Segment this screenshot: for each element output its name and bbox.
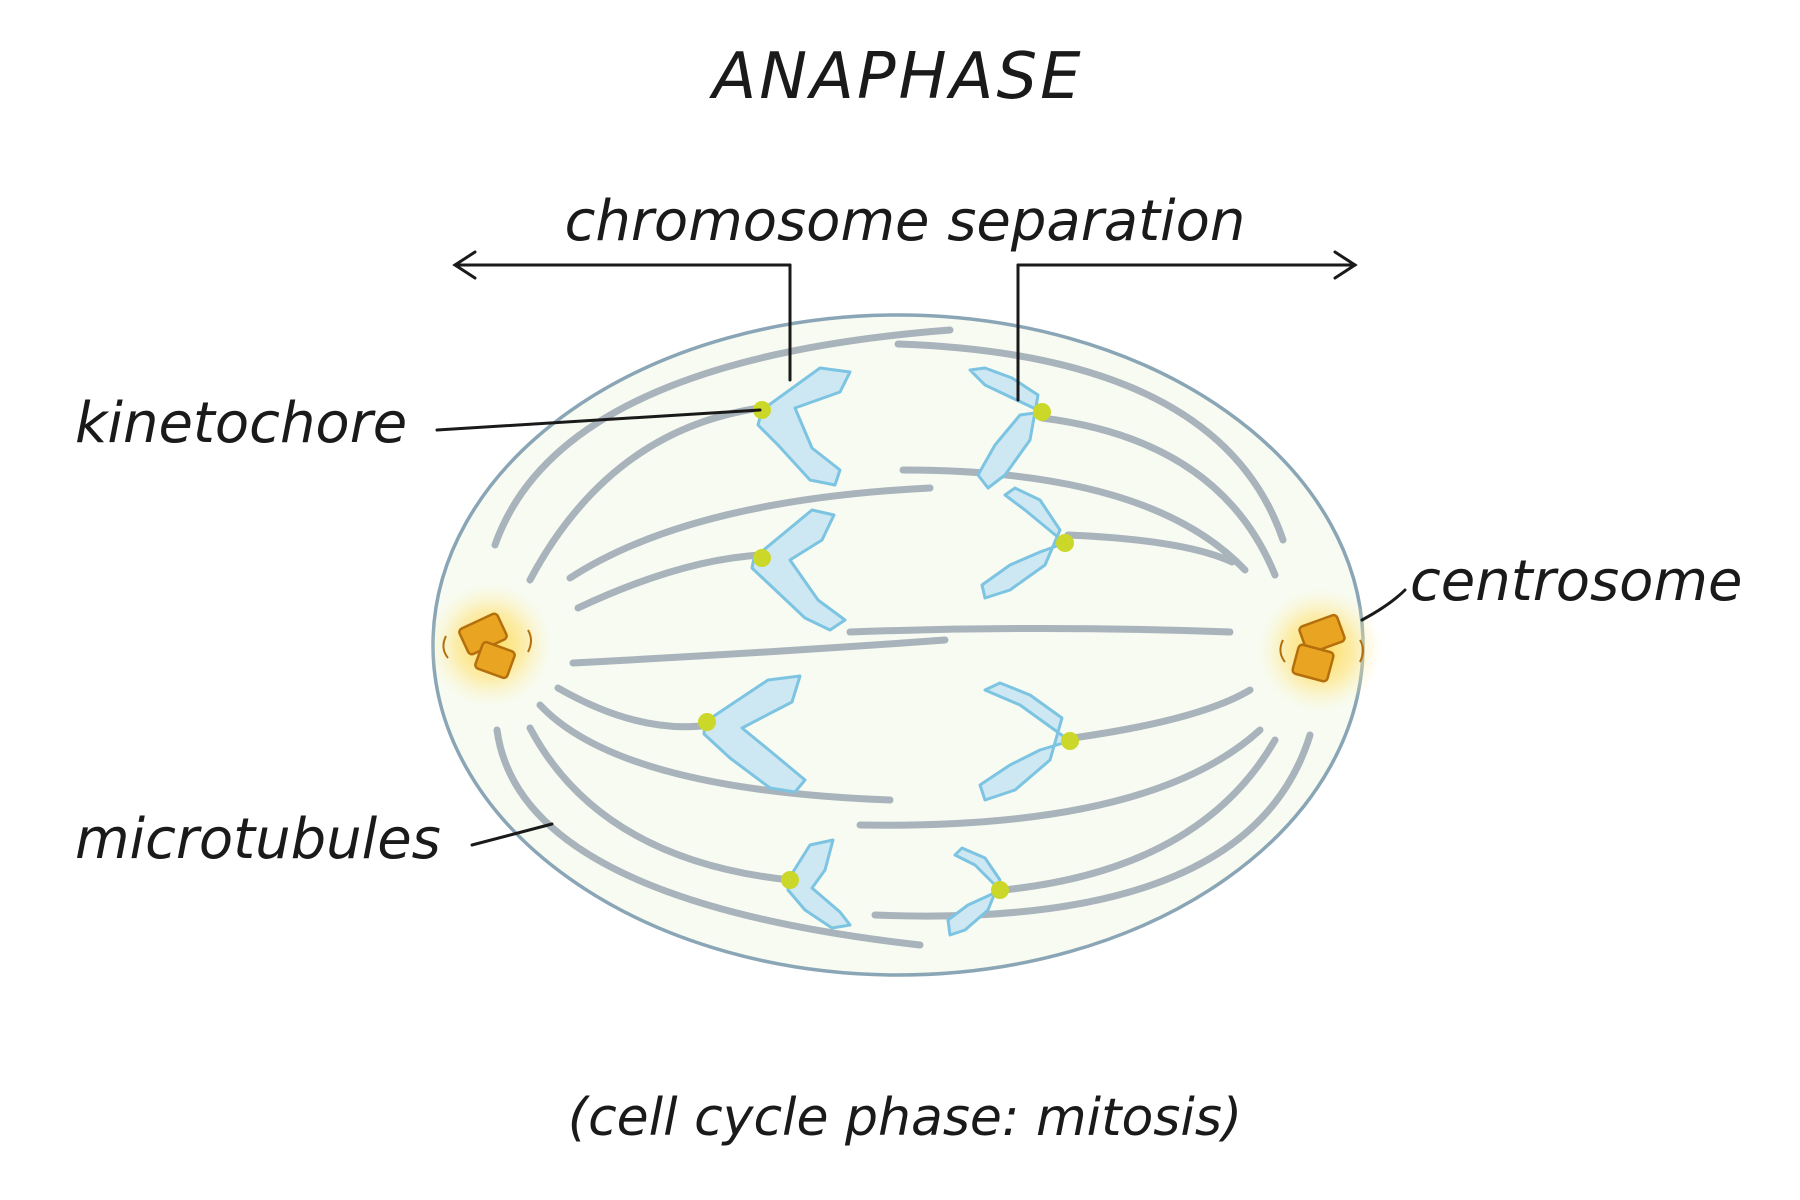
kinetochore-pointer bbox=[435, 408, 762, 432]
caption: (cell cycle phase: mitosis) bbox=[568, 1088, 1242, 1148]
kinetochore-dot bbox=[1033, 403, 1051, 421]
microtubule bbox=[569, 636, 949, 667]
microtubule bbox=[536, 701, 894, 804]
chromosomes-group bbox=[702, 366, 1072, 937]
label-microtubules: microtubules bbox=[75, 807, 441, 872]
microtubule bbox=[856, 726, 1264, 829]
chromosome bbox=[980, 486, 1067, 600]
chromosome bbox=[750, 508, 847, 632]
centrosome-left bbox=[428, 583, 552, 707]
kinetochore-dot bbox=[698, 713, 716, 731]
kinetochore-dot bbox=[781, 871, 799, 889]
kinetochore-dot bbox=[1061, 732, 1079, 750]
chromosome bbox=[946, 846, 1002, 937]
chromosome bbox=[756, 366, 852, 487]
microtubule bbox=[566, 484, 934, 582]
kinetochore-dot bbox=[991, 881, 1009, 899]
microtubule bbox=[574, 551, 764, 612]
microtubule bbox=[526, 404, 764, 584]
microtubule bbox=[846, 625, 1234, 636]
microtubule bbox=[1038, 414, 1279, 579]
microtubule bbox=[554, 684, 714, 731]
kinetochore-dot bbox=[1056, 534, 1074, 552]
label-centrosome: centrosome bbox=[1410, 549, 1742, 614]
separation-arrows bbox=[452, 250, 1358, 402]
microtubule bbox=[894, 340, 1287, 544]
kinetochore-dot bbox=[753, 401, 771, 419]
microtubule bbox=[1069, 686, 1254, 742]
centrosome-right bbox=[1258, 588, 1382, 712]
chromosome bbox=[702, 674, 807, 794]
microtubule bbox=[899, 466, 1249, 574]
microtubules-group bbox=[491, 326, 1314, 949]
microtubules-pointer bbox=[470, 822, 554, 847]
microtubule bbox=[999, 736, 1279, 894]
chromosome bbox=[786, 838, 852, 930]
chromosome bbox=[978, 681, 1072, 802]
microtubule bbox=[1064, 531, 1236, 566]
microtubule bbox=[491, 326, 954, 549]
label-kinetochore: kinetochore bbox=[75, 391, 407, 456]
diagram-title: ANAPHASE bbox=[709, 40, 1084, 114]
chromosome bbox=[968, 366, 1044, 490]
microtubule bbox=[493, 726, 924, 949]
centrosome-pointer bbox=[1360, 588, 1407, 622]
kinetochores-group bbox=[698, 401, 1079, 899]
kinetochore-dot bbox=[753, 549, 771, 567]
microtubule bbox=[526, 724, 794, 884]
label-chromosome-separation: chromosome separation bbox=[565, 189, 1246, 254]
